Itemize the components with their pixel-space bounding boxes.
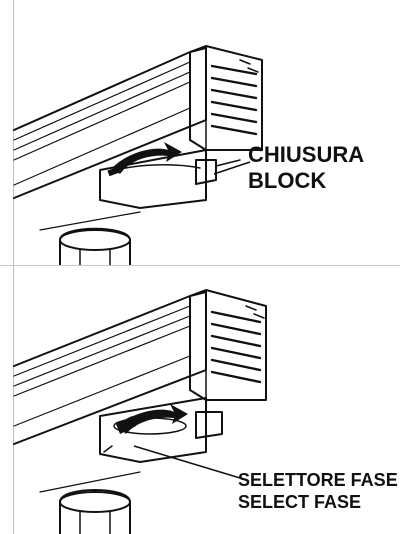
closure-label-it: CHIUSURA [248, 142, 364, 167]
closure-label-en: BLOCK [248, 168, 326, 193]
closure-leader-line [213, 161, 251, 175]
phase-leader-line [133, 445, 241, 479]
phase-selector-illustration: SELETTORE FASE SELECT FASE [13, 289, 398, 534]
panel-closure: CHIUSURA BLOCK [0, 0, 400, 266]
phase-label-en: SELECT FASE [238, 492, 361, 512]
phase-label-it: SELETTORE FASE [238, 470, 398, 490]
rotation-arrow-icon [118, 404, 188, 434]
lock-tab [195, 159, 217, 185]
panel-divider [0, 265, 400, 266]
panel-phase-selector: SELETTORE FASE SELECT FASE [0, 266, 400, 534]
left-margin-rule [13, 0, 14, 534]
closure-illustration: CHIUSURA BLOCK [13, 45, 364, 266]
selector-tab [195, 411, 223, 439]
adapter-housing [99, 149, 207, 209]
rotation-arrow-icon [112, 142, 182, 174]
